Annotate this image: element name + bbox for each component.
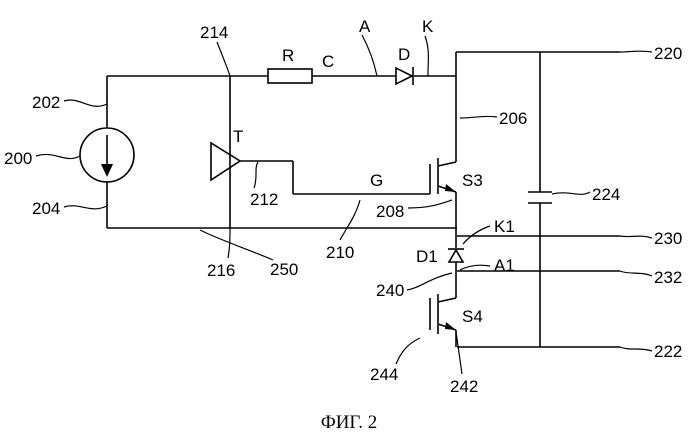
- label-230: 230: [654, 229, 682, 248]
- label-k1: K1: [494, 217, 515, 236]
- label-242: 242: [450, 377, 478, 396]
- current-source-200: [80, 128, 134, 182]
- label-r: R: [282, 46, 294, 65]
- label-222: 222: [654, 342, 682, 361]
- capacitor-224: [528, 192, 552, 203]
- label-g: G: [370, 171, 383, 190]
- label-t: T: [233, 127, 243, 146]
- label-202: 202: [32, 93, 60, 112]
- label-c: C: [322, 52, 334, 71]
- label-240: 240: [376, 281, 404, 300]
- label-212: 212: [250, 190, 278, 209]
- label-k: K: [422, 17, 434, 36]
- label-250: 250: [270, 260, 298, 279]
- driver-amplifier-t: [211, 143, 240, 180]
- label-a1: A1: [494, 256, 515, 275]
- label-210: 210: [326, 243, 354, 262]
- label-a: A: [359, 17, 371, 36]
- diode-d: [396, 67, 413, 85]
- diode-d1: [448, 249, 464, 262]
- label-224: 224: [592, 185, 620, 204]
- label-244: 244: [370, 365, 398, 384]
- transistor-s4: [430, 294, 456, 334]
- resistor-r: [268, 69, 312, 83]
- figure-caption: ФИГ. 2: [321, 412, 378, 433]
- label-208: 208: [376, 202, 404, 221]
- label-d1: D1: [416, 247, 438, 266]
- label-204: 204: [32, 199, 60, 218]
- transistor-s3: [430, 158, 456, 194]
- label-214: 214: [200, 23, 228, 42]
- label-220: 220: [654, 44, 682, 63]
- label-216: 216: [207, 261, 235, 280]
- wiring: [107, 52, 620, 347]
- label-s4: S4: [462, 307, 483, 326]
- label-232: 232: [654, 268, 682, 287]
- label-206: 206: [499, 109, 527, 128]
- label-d: D: [398, 45, 410, 64]
- label-s3: S3: [462, 171, 483, 190]
- label-200: 200: [4, 149, 32, 168]
- leader-lines: [36, 35, 652, 374]
